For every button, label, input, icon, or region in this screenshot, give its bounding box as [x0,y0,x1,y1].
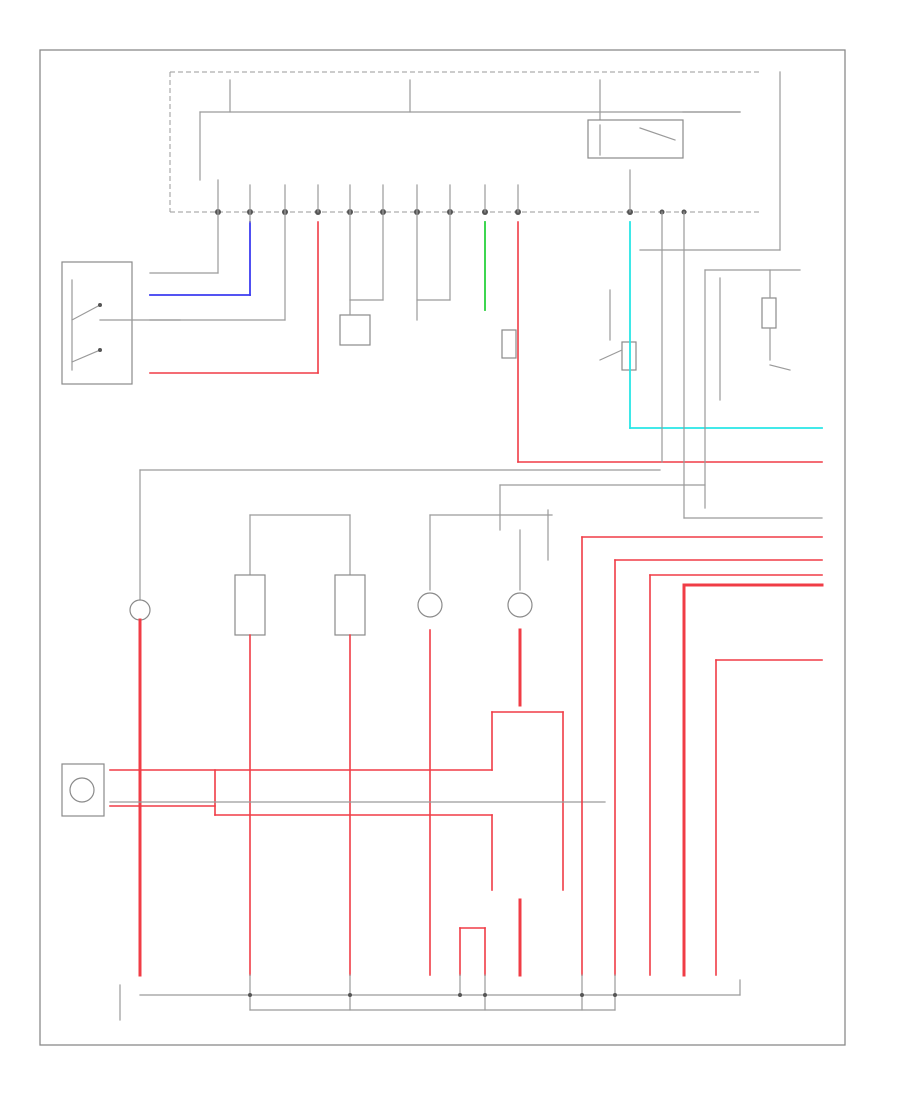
lower-supply [139,469,706,601]
main-relay-box [587,119,684,159]
lower-red-wires [109,536,824,977]
sensor-blocks [339,211,823,519]
top-connectors [215,169,687,215]
headlight-switch [61,211,319,385]
lower-components [61,574,533,817]
ground-bus [119,974,741,1021]
diagram-frame [39,49,846,1046]
underhood-fuse-box [169,71,781,251]
